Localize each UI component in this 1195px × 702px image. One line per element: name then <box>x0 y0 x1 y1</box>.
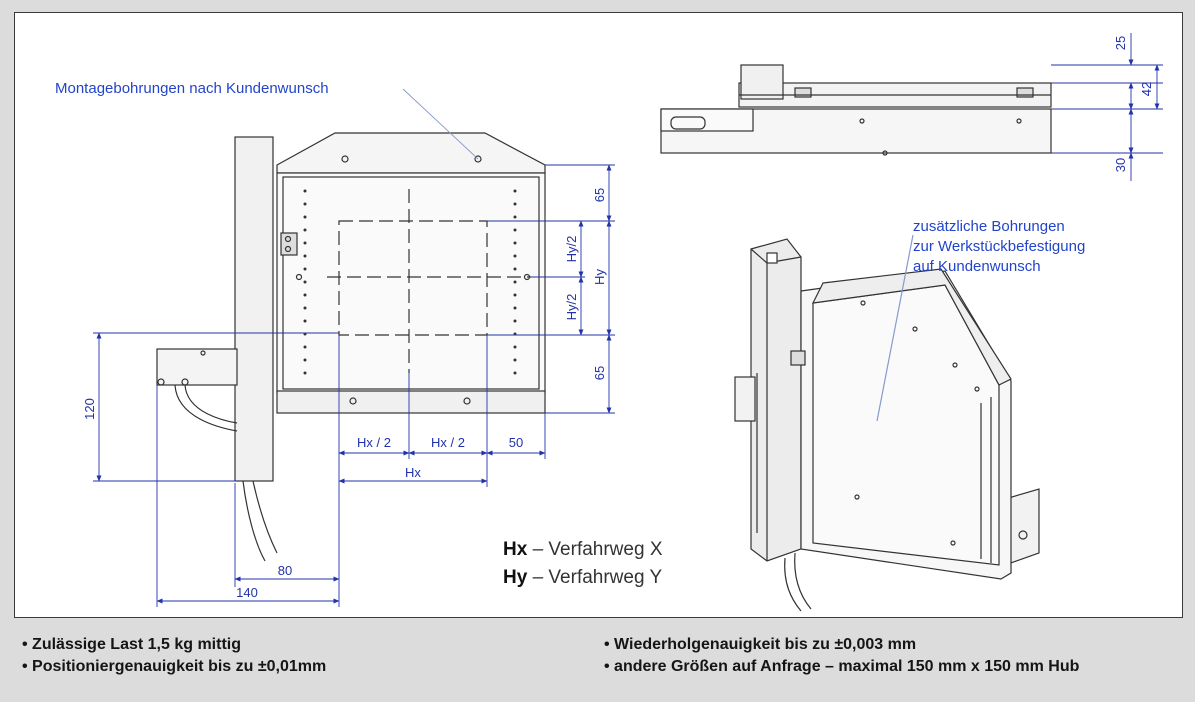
mounting-hole-dot <box>303 306 307 310</box>
mounting-hole-dot <box>303 358 307 362</box>
side-dimension-lines <box>1051 33 1163 181</box>
front-table <box>276 172 546 394</box>
mounting-hole-dot <box>513 319 517 323</box>
mounting-hole-dot <box>513 267 517 271</box>
mounting-hole-dot <box>303 319 307 323</box>
front-cable <box>174 384 238 432</box>
legend-hx-text: – Verfahrweg X <box>532 539 663 560</box>
mounting-hole-dot <box>513 293 517 297</box>
dim-hy: Hy <box>592 269 607 285</box>
side-view <box>660 64 1052 156</box>
mounting-hole-dot <box>303 189 307 193</box>
mounting-hole-dot <box>303 202 307 206</box>
mounting-hole-dot <box>513 371 517 375</box>
drawing-panel: Montagebohrungen nach Kundenwunsch zusät… <box>14 12 1183 618</box>
mounting-hole-dot <box>513 254 517 258</box>
mounting-hole-dot <box>513 280 517 284</box>
mounting-hole-dot <box>303 215 307 219</box>
mounting-hole-dot <box>303 228 307 232</box>
extra-holes-note-line1: zusätzliche Bohrungen <box>913 218 1065 235</box>
spec-item: • Wiederholgenauigkeit bis zu ±0,003 mm <box>604 636 917 653</box>
dim-hy-half-bottom: Hy/2 <box>564 294 579 321</box>
extra-holes-note-line3: auf Kundenwunsch <box>913 258 1041 275</box>
mounting-hole-dot <box>303 254 307 258</box>
legend-hy-symbol: Hy <box>503 567 528 588</box>
spec-list-left: • Zulässige Last 1,5 kg mittig • Positio… <box>22 634 326 678</box>
front-view <box>156 132 546 562</box>
spec-item: • Zulässige Last 1,5 kg mittig <box>22 636 241 653</box>
mounting-hole-dot <box>303 280 307 284</box>
dim-65-bottom: 65 <box>592 366 607 380</box>
mounting-hole-dot <box>303 241 307 245</box>
mounting-hole-dot <box>303 345 307 349</box>
dim-hx-half-left: Hx / 2 <box>357 435 391 450</box>
mounting-hole-dot <box>513 215 517 219</box>
spec-item: • Positioniergenauigkeit bis zu ±0,01mm <box>22 658 327 675</box>
dim-hy-half-top: Hy/2 <box>564 236 579 263</box>
front-column <box>234 136 274 482</box>
legend-hx: Hx – Verfahrweg X <box>503 539 663 561</box>
dim-80: 80 <box>278 563 292 578</box>
dim-30: 30 <box>1113 158 1128 172</box>
dim-65-top: 65 <box>592 188 607 202</box>
mounting-hole-dot <box>303 267 307 271</box>
dim-25: 25 <box>1113 36 1128 50</box>
front-top-plate <box>276 132 546 174</box>
mounting-holes-note: Montagebohrungen nach Kundenwunsch <box>55 80 329 97</box>
spec-item: • andere Größen auf Anfrage – maximal 15… <box>604 658 1080 675</box>
isometric-view <box>734 234 1040 612</box>
mounting-hole-dot <box>513 202 517 206</box>
legend-hy-text: – Verfahrweg Y <box>532 567 663 588</box>
mounting-hole-dot <box>513 228 517 232</box>
front-dimension-lines <box>93 88 615 607</box>
technical-drawing: Montagebohrungen nach Kundenwunsch zusät… <box>55 33 1163 612</box>
dim-120: 120 <box>82 398 97 420</box>
front-base <box>276 390 546 414</box>
dim-140: 140 <box>236 585 258 600</box>
mounting-hole-dot <box>513 241 517 245</box>
mounting-hole-dot <box>303 293 307 297</box>
dim-42: 42 <box>1139 82 1154 96</box>
front-motor-block <box>156 348 238 386</box>
dim-hx: Hx <box>405 465 421 480</box>
mounting-hole-dot <box>513 306 517 310</box>
mounting-hole-dot <box>513 345 517 349</box>
dim-hx-half-right: Hx / 2 <box>431 435 465 450</box>
spec-list-right: • Wiederholgenauigkeit bis zu ±0,003 mm … <box>604 634 1079 678</box>
mounting-hole-dot <box>303 371 307 375</box>
mounting-hole-dot <box>513 189 517 193</box>
legend-hy: Hy – Verfahrweg Y <box>503 567 662 589</box>
mounting-hole-dot <box>513 358 517 362</box>
dim-50: 50 <box>509 435 523 450</box>
legend-hx-symbol: Hx <box>503 539 528 560</box>
front-travel-area <box>338 220 488 336</box>
iso-column <box>750 238 802 562</box>
extra-holes-note-line2: zur Werkstückbefestigung <box>913 238 1085 255</box>
front-hole-columns <box>303 189 517 375</box>
